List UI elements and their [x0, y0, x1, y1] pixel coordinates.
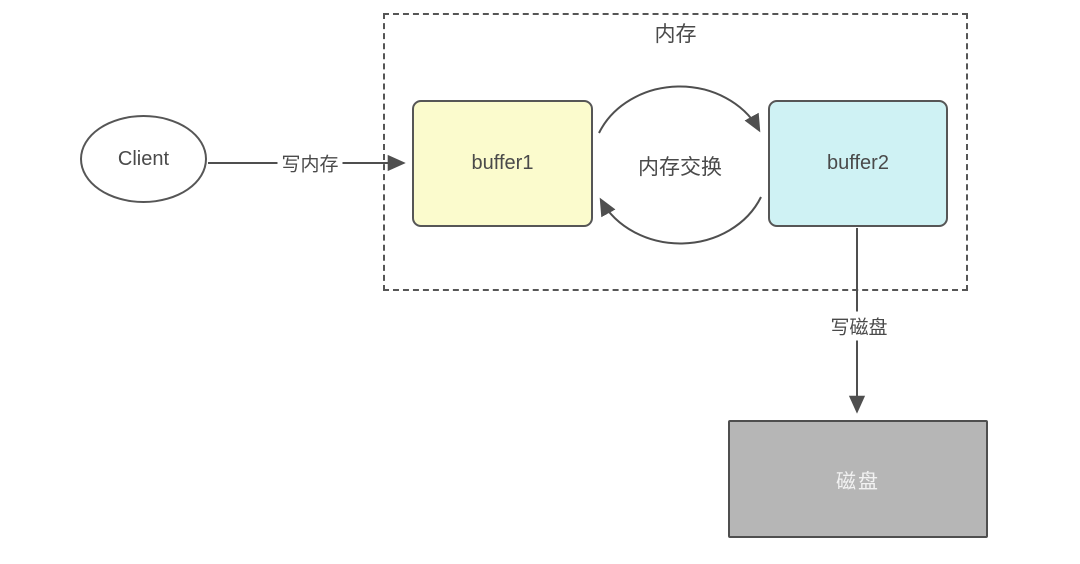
write-disk-edge-label: 写磁盘 — [826, 311, 892, 341]
buffer2-label: buffer2 — [827, 152, 889, 174]
buffer1-label: buffer1 — [471, 152, 534, 174]
client-label: Client — [117, 147, 170, 170]
memory-container: 内存 — [383, 13, 968, 291]
buffer1-node: buffer1 — [412, 100, 593, 227]
buffer2-node: buffer2 — [768, 100, 948, 227]
client-node: Client — [80, 115, 207, 203]
write-memory-edge-label: 写内存 — [277, 148, 343, 178]
memory-container-label: 内存 — [654, 23, 697, 46]
disk-label: 磁盘 — [836, 470, 880, 493]
memory-exchange-label: 内存交换 — [610, 151, 750, 181]
disk-node: 磁盘 — [728, 420, 988, 538]
